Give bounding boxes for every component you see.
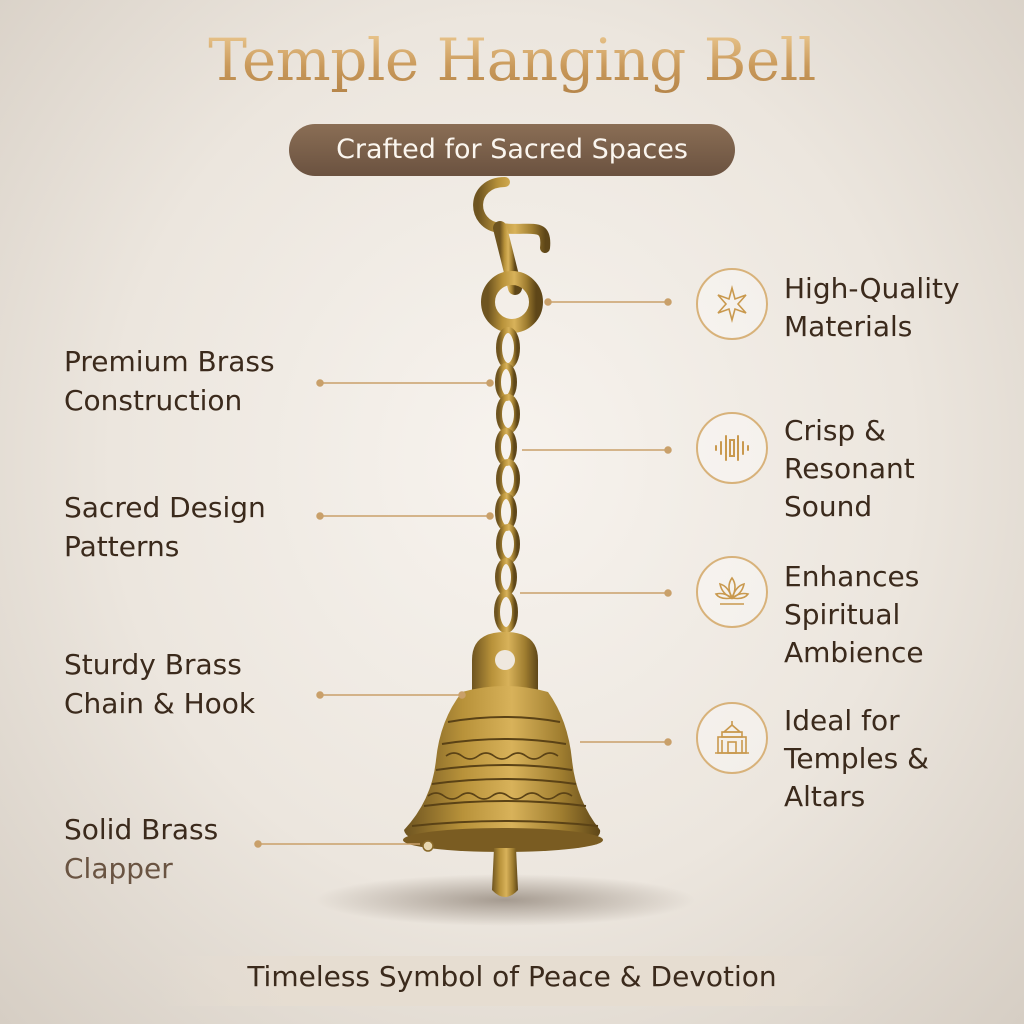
bell-shadow xyxy=(315,874,695,926)
left-feature-sacred-design: Sacred Design Patterns xyxy=(64,491,266,563)
bell-body xyxy=(404,686,601,852)
bell-rim xyxy=(403,828,603,852)
tagline-band xyxy=(160,956,864,1006)
lotus-icon xyxy=(696,556,768,628)
clapper xyxy=(492,848,518,897)
left-feature-premium-brass: Premium Brass Construction xyxy=(64,345,275,417)
left-feature-chain-hook: Sturdy Brass Chain & Hook xyxy=(64,648,256,720)
tagline: Timeless Symbol of Peace & Devotion xyxy=(247,960,777,993)
star-burst-icon xyxy=(696,268,768,340)
chain xyxy=(494,327,520,633)
temple-icon xyxy=(696,702,768,774)
right-connectors xyxy=(520,298,672,746)
sound-wave-icon xyxy=(696,412,768,484)
left-feature-clapper: Solid Brass Clapper xyxy=(64,813,219,885)
bell-bands xyxy=(411,716,599,827)
subtitle-pill: Crafted for Sacred Spaces xyxy=(289,124,735,176)
page-title: Temple Hanging Bell xyxy=(0,26,1024,94)
left-connectors xyxy=(254,379,494,848)
ring xyxy=(481,271,543,333)
